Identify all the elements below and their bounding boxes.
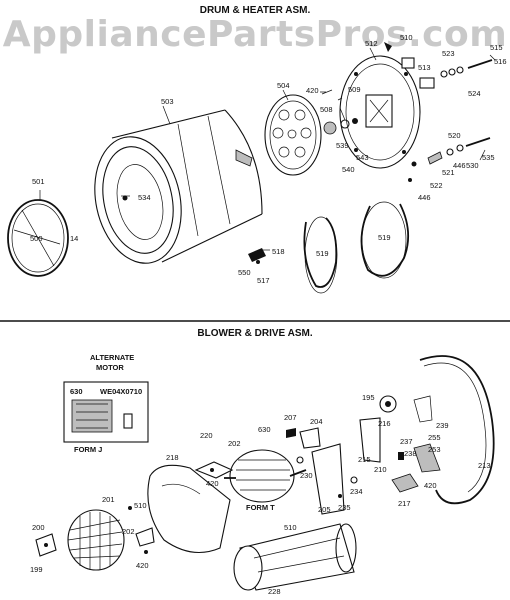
callout-207: 207	[284, 413, 297, 422]
callout-519b: 519	[378, 233, 391, 242]
callout-218: 218	[166, 453, 179, 462]
callout-524: 524	[468, 89, 481, 98]
callout-516: 516	[494, 57, 507, 66]
callout-195: 195	[362, 393, 375, 402]
callout-238: 238	[404, 449, 417, 458]
callout-220: 220	[200, 431, 213, 440]
fuse-parts	[408, 137, 491, 182]
callout-217: 217	[398, 499, 411, 508]
callout-518: 518	[272, 247, 285, 256]
alt-motor-form: FORM J	[74, 445, 102, 454]
callout-237: 237	[400, 437, 413, 446]
thermostat-parts	[384, 42, 493, 89]
callout-540: 540	[342, 165, 355, 174]
drive-belts-519	[303, 201, 410, 294]
main-belt-213	[419, 355, 495, 505]
callout-510: 510	[400, 33, 413, 42]
callout-253: 253	[428, 445, 441, 454]
callout-500: 500	[30, 234, 43, 243]
callout-539: 539	[336, 141, 349, 150]
callout-512: 512	[365, 39, 378, 48]
callout-521: 521	[442, 168, 455, 177]
form-t-label: FORM T	[246, 503, 275, 512]
callout-420-housing: 420	[206, 479, 219, 488]
callout-550: 550	[238, 268, 251, 277]
callout-213: 213	[478, 461, 491, 470]
callout-204: 204	[310, 417, 323, 426]
callout-210: 210	[374, 465, 387, 474]
callout-508: 508	[320, 105, 333, 114]
callout-14: 14	[70, 234, 78, 243]
clips	[35, 506, 155, 557]
alt-motor-title-2: MOTOR	[96, 363, 124, 372]
callout-515: 515	[490, 43, 503, 52]
callout-255: 255	[428, 433, 441, 442]
callout-522: 522	[430, 181, 443, 190]
callout-446a: 446	[453, 161, 466, 170]
callout-504: 504	[277, 81, 290, 90]
idler-assembly	[359, 395, 441, 493]
heater-housing-512	[339, 55, 421, 169]
callout-199: 199	[30, 565, 43, 574]
blower-wheel-201	[67, 509, 125, 571]
callout-523: 523	[442, 49, 455, 58]
callout-215: 215	[358, 455, 371, 464]
callout-420-idler: 420	[424, 481, 437, 490]
motor-bracket	[286, 427, 358, 515]
watermark-text: AppliancePartsPros.com	[3, 14, 507, 55]
callout-543: 543	[356, 153, 369, 162]
bearing-parts	[320, 91, 358, 135]
callout-517: 517	[257, 276, 270, 285]
callout-201: 201	[102, 495, 115, 504]
drum-callouts	[39, 47, 496, 251]
callout-534: 534	[138, 193, 151, 202]
callout-519a: 519	[316, 249, 329, 258]
callout-420-bottom: 420	[136, 561, 149, 570]
exhaust-duct-228	[233, 523, 357, 591]
callout-205: 205	[318, 505, 331, 514]
callout-535: 535	[482, 153, 495, 162]
callout-202-top: 202	[228, 439, 241, 448]
motor-630	[224, 449, 307, 503]
drum-heater-title: DRUM & HEATER ASM.	[200, 5, 311, 16]
callout-520: 520	[448, 131, 461, 140]
callout-446b: 446	[418, 193, 431, 202]
callout-420: 420	[306, 86, 319, 95]
blower-drive-title: BLOWER & DRIVE ASM.	[197, 328, 312, 339]
alternate-motor-box	[63, 381, 149, 443]
callout-513: 513	[418, 63, 431, 72]
alt-motor-code: WE04X0710	[100, 387, 142, 396]
callout-228: 228	[268, 587, 281, 596]
callout-235: 235	[338, 503, 351, 512]
blower-housing-218	[147, 461, 234, 554]
callout-510-duct: 510	[284, 523, 297, 532]
callout-530: 530	[466, 161, 479, 170]
roller-assembly	[248, 248, 266, 264]
callout-234: 234	[350, 487, 363, 496]
drum-503	[94, 109, 263, 264]
callout-230: 230	[300, 471, 313, 480]
callout-503: 503	[161, 97, 174, 106]
callout-509: 509	[348, 85, 361, 94]
callout-630-motor: 630	[258, 425, 271, 434]
callout-200: 200	[32, 523, 45, 532]
alt-motor-part: 630	[70, 387, 83, 396]
drum-front-seal-501	[7, 199, 69, 277]
alt-motor-title-1: ALTERNATE	[90, 353, 134, 362]
rear-bulkhead-504	[264, 94, 322, 176]
callout-202-bottom: 202	[122, 527, 135, 536]
callout-239: 239	[436, 421, 449, 430]
callout-510-left: 510	[134, 501, 147, 510]
callout-216: 216	[378, 419, 391, 428]
callout-501: 501	[32, 177, 45, 186]
